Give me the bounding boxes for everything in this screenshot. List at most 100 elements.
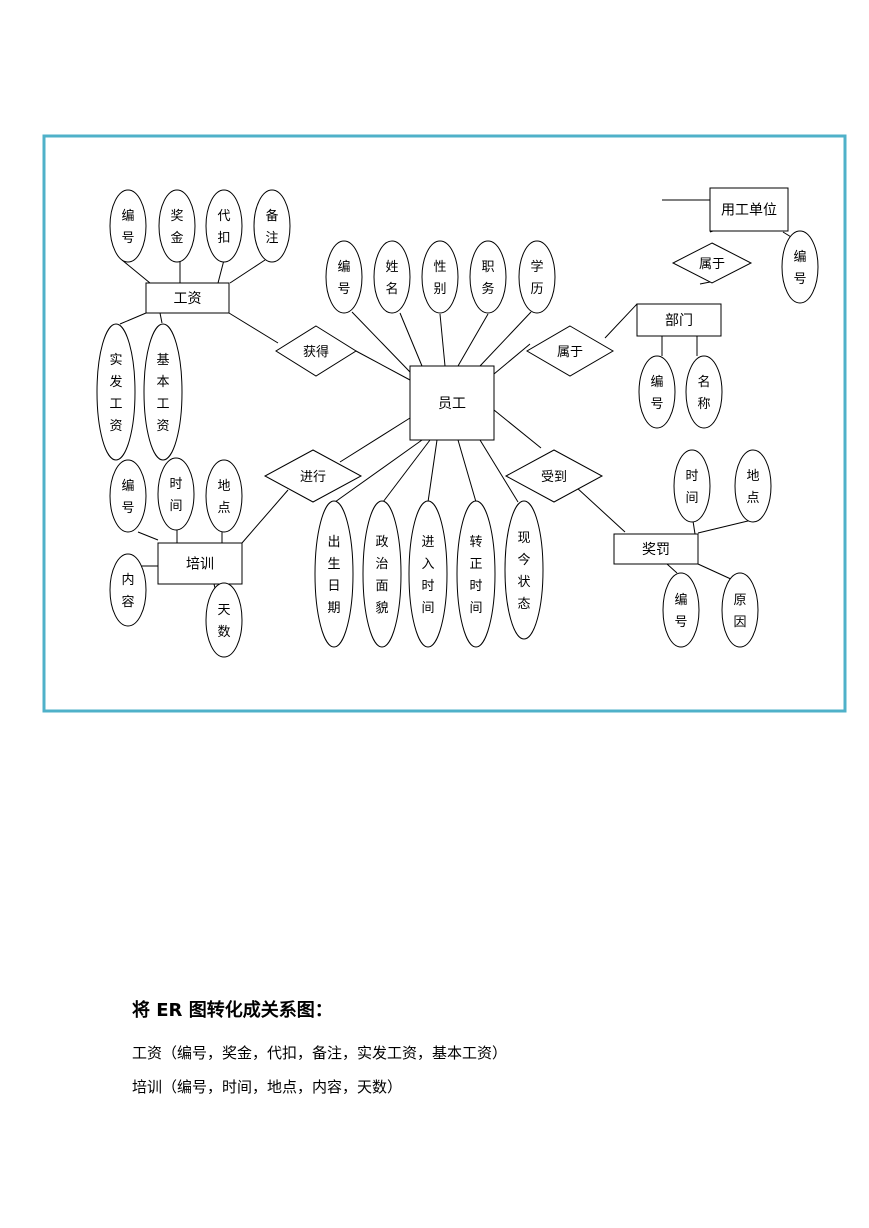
attr-training-4-ellipse bbox=[109, 553, 147, 627]
attr-employee-bottom-3-ellipse bbox=[408, 500, 448, 648]
attr-salary-4-ellipse bbox=[253, 189, 291, 263]
attr-department-2-label: 名称 bbox=[697, 374, 710, 412]
attr-training-3-ellipse bbox=[205, 459, 243, 533]
attr-salary-2-ellipse bbox=[158, 189, 196, 263]
relationship-obtain: 获得 bbox=[275, 325, 357, 377]
attr-reward-3-ellipse bbox=[662, 572, 700, 648]
attr-employee-bottom-1-ellipse bbox=[314, 500, 354, 648]
attr-employee-top-4: 职务 bbox=[469, 240, 507, 314]
employee-conduct-line bbox=[339, 417, 411, 463]
attr-training-3-label: 地点 bbox=[217, 479, 230, 516]
attr-training-1-ellipse bbox=[109, 459, 147, 533]
relationship-conduct: 进行 bbox=[263, 449, 363, 503]
relationship-belong: 属于 bbox=[526, 325, 614, 377]
attr-reward-2-ellipse bbox=[734, 449, 772, 523]
employee-attr-top-3 bbox=[439, 313, 446, 367]
attr-salary-1-ellipse bbox=[109, 189, 147, 263]
attr-reward-2-label: 地点 bbox=[746, 469, 759, 506]
attr-employee-top-2-ellipse bbox=[373, 240, 411, 314]
diagram-frame-border bbox=[42, 134, 847, 713]
relation-salary: 工资（编号，奖金，代扣，备注，实发工资，基本工资） bbox=[132, 1044, 508, 1062]
salary-attr-line-6 bbox=[159, 312, 163, 324]
reward-attr-line-3 bbox=[666, 563, 678, 574]
attr-employee-bottom-2-ellipse bbox=[362, 500, 402, 648]
entity-training-box bbox=[157, 542, 243, 585]
employee-attr-bottom-3 bbox=[427, 439, 438, 503]
attr-employee-bottom-4: 转正时间 bbox=[456, 500, 496, 648]
entity-employer: 用工单位 bbox=[709, 187, 789, 232]
attr-reward-3-label: 编号 bbox=[674, 593, 687, 630]
entity-department-box bbox=[636, 303, 722, 337]
relationship-receive-label: 受到 bbox=[541, 470, 567, 485]
attr-employee-top-3-ellipse bbox=[421, 240, 459, 314]
attr-training-5-label: 天数 bbox=[217, 603, 230, 640]
employee-attr-bottom-4 bbox=[457, 439, 477, 503]
entity-employee-box bbox=[409, 365, 495, 441]
attr-department-2-ellipse bbox=[685, 355, 723, 429]
salary-attr-line-5 bbox=[119, 312, 147, 325]
attr-salary-4-label: 备注 bbox=[265, 208, 278, 246]
employee-attr-top-2 bbox=[399, 312, 423, 367]
relationship-belong-label: 属于 bbox=[557, 345, 583, 360]
attr-employee-top-5-label: 学历 bbox=[530, 259, 543, 297]
attr-training-2: 时间 bbox=[157, 457, 195, 531]
attr-employee-bottom-1: 出生日期 bbox=[314, 500, 354, 648]
attr-reward-4-label: 原因 bbox=[733, 593, 746, 630]
reward-attr-line-1 bbox=[692, 520, 696, 535]
attr-department-1-label: 编号 bbox=[650, 375, 663, 412]
employee-attr-bottom-2 bbox=[382, 439, 431, 503]
attr-employee-top-2-label: 姓名 bbox=[385, 260, 398, 297]
salary-obtain-line bbox=[228, 312, 279, 344]
attr-reward-4-ellipse bbox=[721, 572, 759, 648]
attr-employee-bottom-5-label: 现今状态 bbox=[517, 531, 530, 612]
attr-department-1: 编号 bbox=[638, 355, 676, 429]
attr-employee-top-5-ellipse bbox=[518, 240, 556, 314]
attr-salary-5: 实发工资 bbox=[96, 323, 136, 461]
relationship-obtain-label: 获得 bbox=[303, 344, 329, 360]
rel-dept-line bbox=[699, 281, 711, 285]
attr-training-4: 内容 bbox=[109, 553, 147, 627]
attr-reward-1: 时间 bbox=[673, 449, 711, 523]
attr-employee-top-1-ellipse bbox=[325, 240, 363, 314]
relationship-obtain-diamond bbox=[275, 325, 357, 377]
attr-salary-6-label: 基本工资 bbox=[156, 353, 169, 434]
attr-employer-1: 编号 bbox=[781, 230, 819, 304]
training-attr-line-1 bbox=[137, 531, 159, 541]
attr-employee-top-4-ellipse bbox=[469, 240, 507, 314]
attr-salary-1: 编号 bbox=[109, 189, 147, 263]
relationship-belong-diamond bbox=[526, 325, 614, 377]
entity-reward-punishment-label: 奖罚 bbox=[642, 541, 670, 558]
entity-reward-punishment-box bbox=[613, 533, 699, 565]
reward-attr-line-4 bbox=[697, 563, 734, 581]
attr-training-2-label: 时间 bbox=[169, 477, 182, 514]
conduct-training-line bbox=[241, 489, 289, 544]
attr-salary-6: 基本工资 bbox=[143, 323, 183, 461]
attr-employer-1-label: 编号 bbox=[793, 250, 806, 287]
relationship-receive: 受到 bbox=[504, 449, 604, 503]
entity-salary-label: 工资 bbox=[174, 291, 202, 307]
entity-salary: 工资 bbox=[145, 282, 230, 314]
salary-attr-line-4 bbox=[229, 259, 266, 284]
salary-attr-line-3 bbox=[217, 259, 225, 284]
entity-salary-box bbox=[145, 282, 230, 314]
attr-employee-bottom-5: 现今状态 bbox=[504, 500, 544, 640]
attr-employee-bottom-5-ellipse bbox=[504, 500, 544, 640]
attr-department-2: 名称 bbox=[685, 355, 723, 429]
relationship-employer-dept-diamond bbox=[671, 242, 753, 284]
attr-salary-5-label: 实发工资 bbox=[109, 353, 122, 434]
attr-employer-1-ellipse bbox=[781, 230, 819, 304]
attr-reward-4: 原因 bbox=[721, 572, 759, 648]
attr-salary-4: 备注 bbox=[253, 189, 291, 263]
attr-training-5: 天数 bbox=[205, 582, 243, 658]
entity-training-label: 培训 bbox=[186, 557, 214, 573]
attr-salary-1-label: 编号 bbox=[121, 209, 134, 246]
entity-employer-box bbox=[709, 187, 789, 232]
attr-training-5-ellipse bbox=[205, 582, 243, 658]
attr-employee-bottom-3-label: 进入时间 bbox=[421, 535, 434, 616]
attr-employee-top-1-label: 编号 bbox=[337, 260, 350, 297]
attr-reward-2: 地点 bbox=[734, 449, 772, 523]
attr-employee-top-2: 姓名 bbox=[373, 240, 411, 314]
relationship-receive-diamond bbox=[504, 449, 604, 503]
relation-training: 培训（编号，时间，地点，内容，天数） bbox=[132, 1078, 403, 1096]
entity-employer-label: 用工单位 bbox=[721, 203, 777, 219]
